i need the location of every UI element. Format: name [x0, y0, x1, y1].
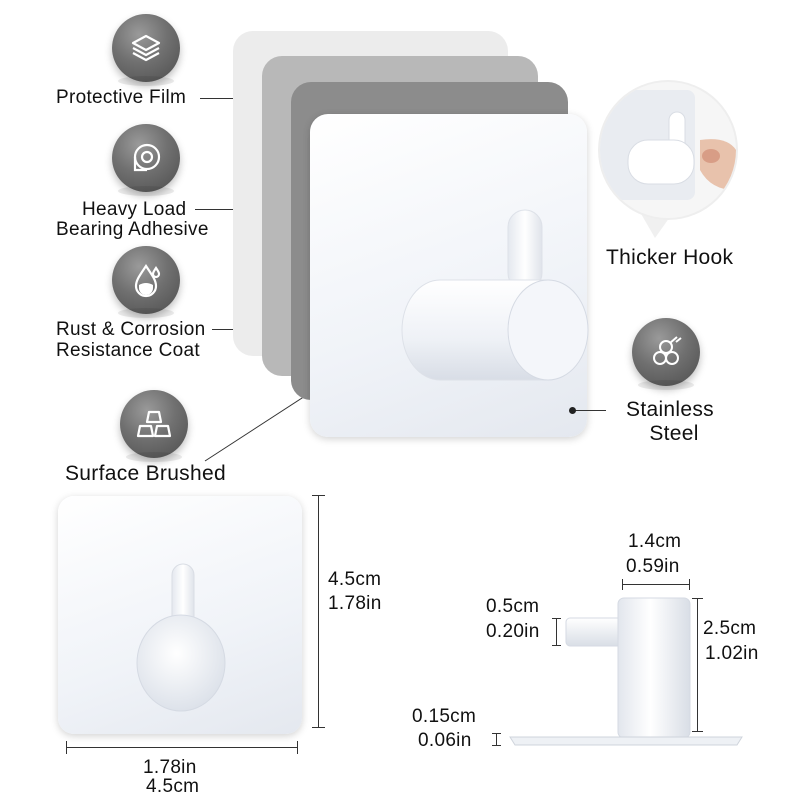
rust-label-line1: Rust & Corrosion [56, 319, 206, 340]
water-drop-icon [112, 246, 180, 318]
rust-label-line2: Resistance Coat [56, 340, 200, 361]
hook-height-line [697, 598, 698, 732]
arm-in-label: 0.20in [486, 621, 540, 642]
hook-width-in-label: 0.59in [626, 556, 680, 577]
stainless-leader [574, 410, 606, 411]
heavy-load-leader [195, 209, 243, 210]
surface-brushed-label: Surface Brushed [65, 462, 226, 485]
base-dimension-line [496, 733, 497, 746]
layers-icon [112, 14, 180, 86]
height-cm-label: 4.5cm [328, 569, 382, 590]
width-tick-right [297, 741, 298, 754]
hook-height-cm-label: 2.5cm [703, 618, 757, 639]
hook-width-tick-left [622, 579, 623, 590]
height-tick-top [312, 495, 325, 496]
stainless-label-line2: Steel [649, 422, 699, 445]
arm-tick-bottom [552, 645, 561, 646]
base-in-label: 0.06in [418, 730, 472, 751]
width-tick-left [66, 741, 67, 754]
stainless-dot [569, 407, 576, 414]
hook-width-line [622, 584, 690, 585]
heavy-load-label-line2: Bearing Adhesive [56, 219, 209, 240]
thicker-hook-label: Thicker Hook [606, 246, 734, 269]
width-in-label: 1.78in [143, 757, 197, 778]
width-dimension-line [66, 747, 298, 748]
hook-width-tick-right [689, 579, 690, 590]
arm-tick-top [552, 618, 561, 619]
rust-leader [212, 329, 245, 330]
base-tick-bottom [492, 745, 501, 746]
width-cm-label: 4.5cm [146, 776, 200, 797]
hook-plate-main [310, 114, 587, 437]
protective-film-leader [200, 98, 246, 99]
protective-film-label: Protective Film [56, 87, 187, 108]
hook-plate-front [58, 496, 302, 734]
arm-cm-label: 0.5cm [486, 596, 540, 617]
hook-height-tick-bottom [692, 731, 703, 732]
brushed-blocks-icon [120, 390, 188, 462]
stainless-label-line1: Stainless [626, 398, 714, 421]
base-tick-top [492, 733, 501, 734]
adhesive-roll-icon [112, 124, 180, 196]
hook-width-cm-label: 1.4cm [628, 531, 682, 552]
steel-tubes-icon [632, 318, 700, 390]
heavy-load-label-line1: Heavy Load [82, 199, 187, 220]
hook-height-in-label: 1.02in [705, 643, 759, 664]
height-dimension-line [318, 495, 319, 728]
height-tick-bottom [312, 727, 325, 728]
base-cm-label: 0.15cm [412, 706, 477, 727]
height-in-label: 1.78in [328, 593, 382, 614]
hook-height-tick-top [692, 598, 703, 599]
arm-dimension-line [556, 618, 557, 646]
